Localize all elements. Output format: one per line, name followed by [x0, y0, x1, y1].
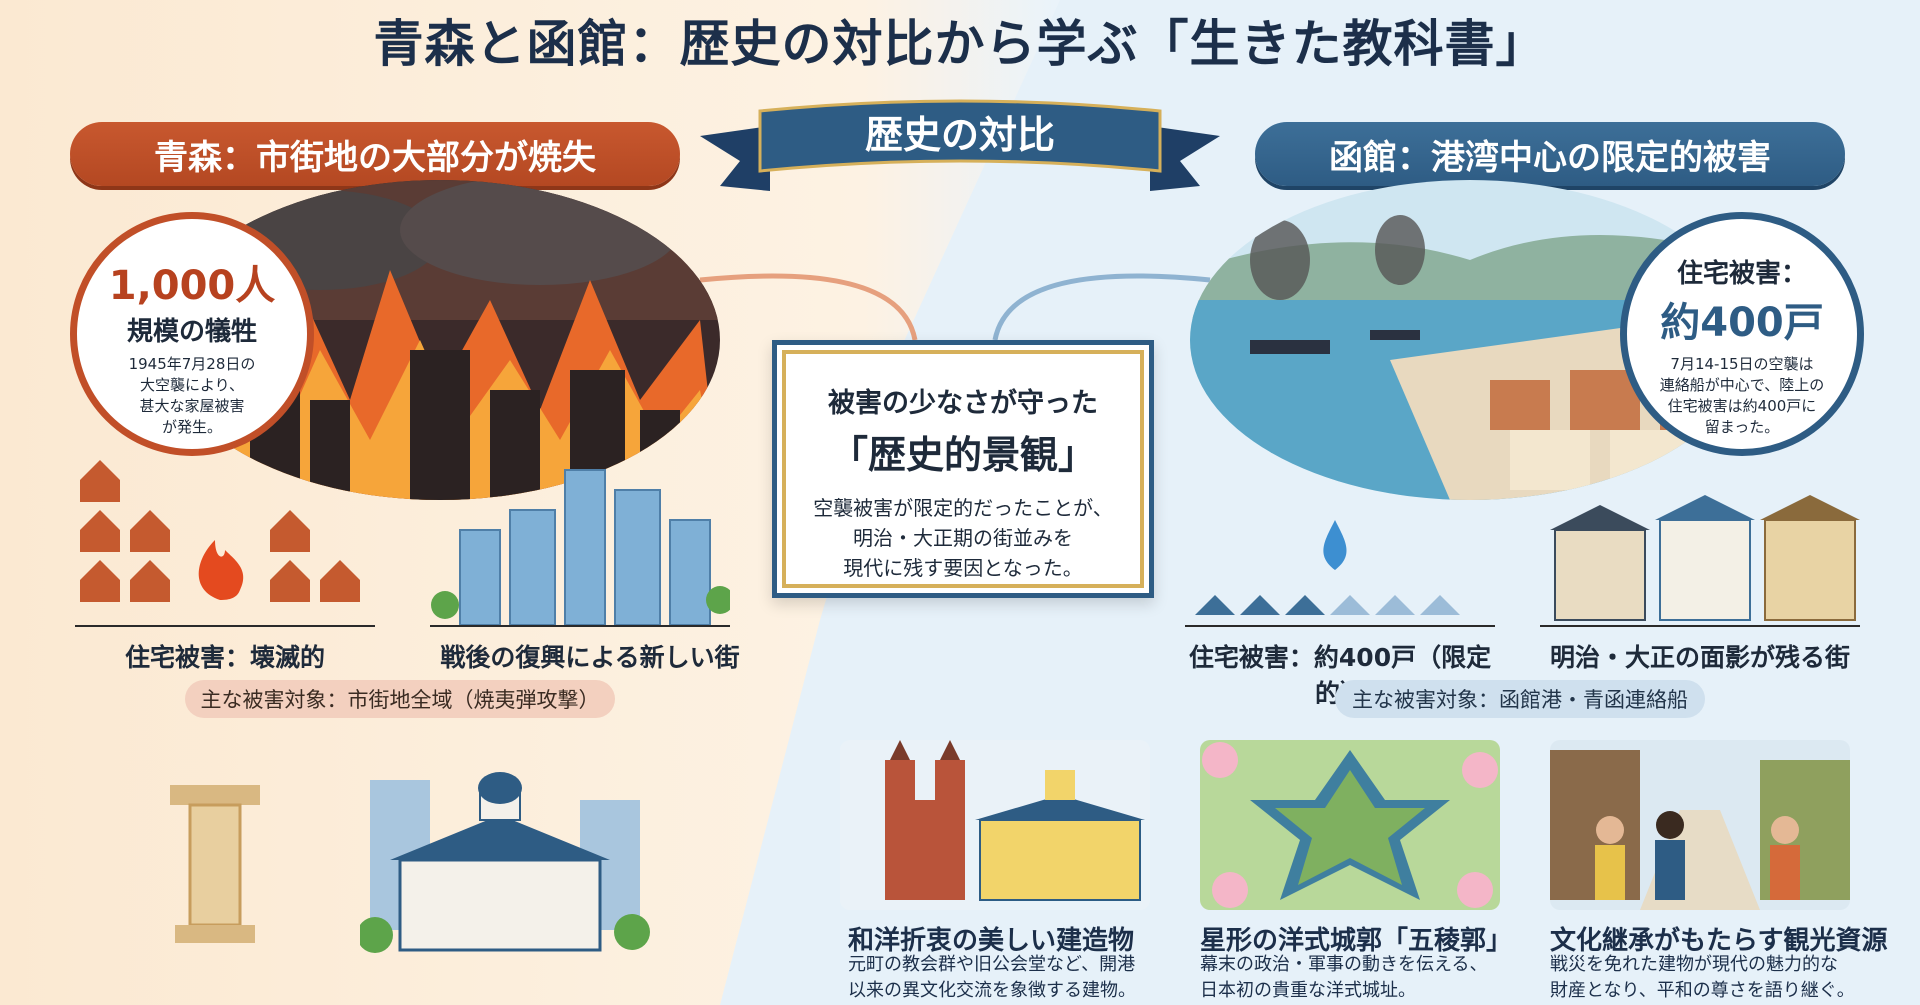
- page-title: 青森と函館：歴史の対比から学ぶ「生きた教科書」: [373, 15, 1547, 73]
- hakodate-historic-buildings-icon: [1540, 495, 1860, 627]
- historic-landscape-card: 被害の少なさが守った 「歴史的景観」 空襲被害が限定的だったことが、 明治・大正…: [772, 340, 1154, 598]
- tile-tourism-text: 戦災を免れた建物が現代の魅力的な財産となり、平和の尊さを語り継ぐ。: [1550, 954, 1855, 1001]
- aomori-stat-desc: 1945年7月28日の 大空襲により、 甚大な家屋被害 が発生。: [128, 355, 256, 436]
- aomori-stat-label: 規模の犠牲: [126, 317, 257, 347]
- aomori-header: 青森：市街地の大部分が焼失: [70, 122, 680, 186]
- tile-goryokaku-title: 星形の洋式城郭「五稜郭」: [1200, 926, 1513, 956]
- hakodate-damage-stat: 住宅被害： 約400戸 7月14-15日の空襲は 連絡船が中心で、陸上の 住宅被…: [1620, 212, 1864, 456]
- ribbon-banner: [700, 99, 1220, 191]
- hakodate-target-chip: 主な被害対象：函館港・青函連絡船: [1335, 680, 1705, 718]
- tile-church-illustration: [840, 740, 1150, 910]
- aomori-house-damage-caption: 住宅被害：壊滅的: [124, 643, 325, 672]
- tile-tourism-title: 文化継承がもたらす観光資源: [1550, 926, 1888, 956]
- hakodate-limited-damage-icon: [1185, 520, 1495, 627]
- hakodate-stat-number: 約400戸: [1660, 300, 1824, 346]
- tile-goryokaku-illustration: [1200, 740, 1500, 910]
- hakodate-stat-label: 住宅被害：: [1676, 259, 1807, 289]
- card-heading: 被害の少なさが守った: [828, 388, 1098, 419]
- aomori-target-chip: 主な被害対象：市街地全域（焼夷弾攻撃）: [185, 680, 615, 718]
- column-icon: [170, 785, 260, 943]
- tile-architecture-text: 元町の教会群や旧公会堂など、開港以来の異文化交流を象徴する建物。: [848, 954, 1136, 1001]
- card-emphasis: 「歴史的景観」: [829, 433, 1096, 477]
- aomori-casualty-stat: 1,000人 規模の犠牲 1945年7月28日の 大空襲により、 甚大な家屋被害…: [70, 212, 314, 456]
- tile-goryokaku-text: 幕末の政治・軍事の動きを伝える、日本初の貴重な洋式城址。: [1200, 954, 1488, 1001]
- hakodate-old-city-caption: 明治・大正の面影が残る街: [1549, 643, 1850, 672]
- water-drop-icon: [1323, 520, 1347, 570]
- aomori-new-city-caption: 戦後の復興による新しい街: [440, 643, 740, 672]
- tile-architecture-title: 和洋折衷の美しい建造物: [848, 926, 1135, 956]
- aomori-stat-number: 1,000人: [108, 263, 276, 309]
- aomori-new-city-icon: [430, 469, 730, 627]
- fire-icon: [198, 540, 244, 600]
- hakodate-header: 函館：港湾中心の限定的被害: [1255, 122, 1845, 186]
- aomori-destroyed-houses-icon: [75, 460, 375, 627]
- hakodate-stat-desc: 7月14-15日の空襲は 連絡船が中心で、陸上の 住宅被害は約400戸に 留まっ…: [1659, 355, 1825, 436]
- card-body: 空襲被害が限定的だったことが、 明治・大正期の街並みを 現代に残す要因となった。: [813, 496, 1113, 580]
- hakodate-port-illustration: [1190, 180, 1750, 500]
- ribbon-label: 歴史の対比: [864, 113, 1055, 157]
- tile-tourism-illustration: [1550, 740, 1850, 910]
- aomori-public-building-icon: [360, 772, 650, 953]
